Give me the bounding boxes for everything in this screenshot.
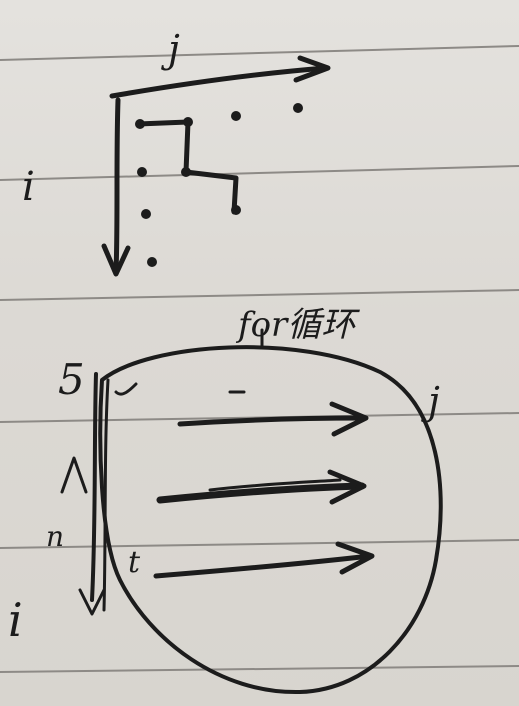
ruled-lines xyxy=(0,45,519,673)
row-arrow-2-head xyxy=(327,469,367,505)
top-staircase-path xyxy=(135,119,239,215)
row-arrow-2 xyxy=(156,482,366,504)
for-loop-annotation: for循环 xyxy=(235,305,360,345)
bottom-down-arrowhead xyxy=(78,588,106,616)
bottom-up-arrowhead xyxy=(60,456,88,494)
top-j-arrowhead xyxy=(293,55,331,83)
top-j-axis-arrow xyxy=(109,65,329,99)
top-diagram: j i xyxy=(22,27,331,277)
top-i-axis-arrow xyxy=(113,97,121,275)
bottom-i-axis-stroke-2 xyxy=(102,378,110,612)
row-arrow-3 xyxy=(153,553,373,579)
loop-boundary-oval xyxy=(98,345,443,695)
row-arrow-2-overstroke xyxy=(208,478,342,492)
bottom-label-5: 5 xyxy=(58,355,85,404)
bottom-label-i: i xyxy=(8,593,23,647)
top-grid-dots xyxy=(135,103,303,267)
row-arrow-3-head xyxy=(335,541,375,575)
row-arrow-1 xyxy=(177,415,367,427)
top-label-j: j xyxy=(161,27,180,71)
bottom-i-axis-stroke xyxy=(90,372,98,602)
bottom-small-curve xyxy=(114,382,138,396)
row-arrow-1-head xyxy=(329,401,369,437)
top-label-i: i xyxy=(22,164,35,210)
bottom-diagram: for循环 5 j i n t xyxy=(8,305,443,695)
top-i-arrowhead xyxy=(101,243,131,277)
bottom-label-t: t xyxy=(128,545,141,580)
bottom-label-n: n xyxy=(46,520,64,553)
